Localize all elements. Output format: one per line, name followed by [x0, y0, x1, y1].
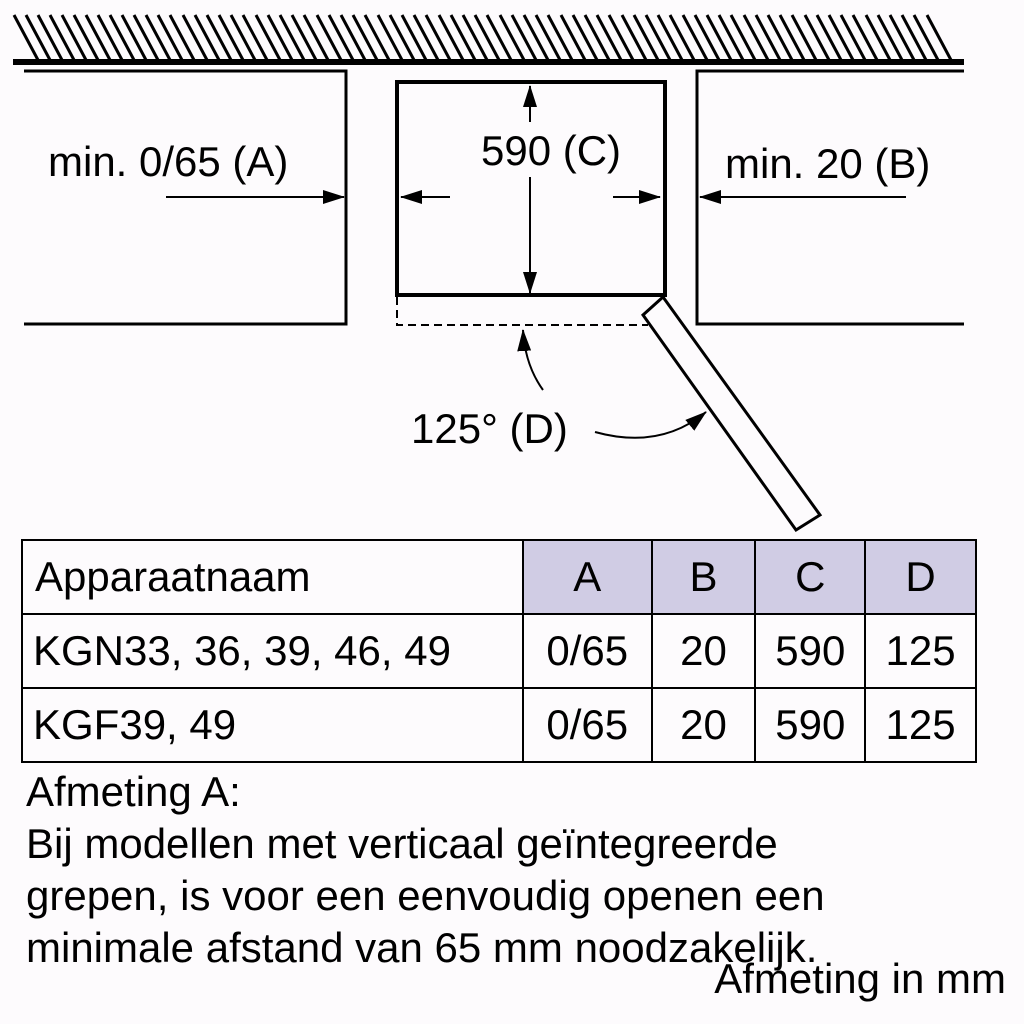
cell-b: 20 [650, 613, 757, 689]
cell-b: 20 [650, 687, 757, 763]
dimension-notes: Afmeting A: Bij modellen met verticaal g… [26, 766, 825, 974]
cell-d: 125 [864, 687, 977, 763]
table-header-row: Apparaatnaam A B C D [21, 539, 977, 615]
arrow-d-up [517, 329, 544, 391]
cell-a: 0/65 [521, 687, 653, 763]
door-closed-outline [396, 297, 648, 326]
header-apparaatnaam: Apparaatnaam [21, 539, 524, 615]
appliance-box [395, 80, 667, 297]
cell-d: 125 [864, 613, 977, 689]
label-dim-d: 125° (D) [411, 405, 568, 452]
cell-name: KGN33, 36, 39, 46, 49 [21, 613, 524, 689]
right-cabinet [695, 69, 964, 326]
unit-note: Afmeting in mm [714, 955, 1006, 1002]
dimensions-table: Apparaatnaam A B C D KGN33, 36, 39, 46, … [21, 539, 977, 763]
header-d: D [864, 539, 977, 615]
table-row: KGF39, 49 0/65 20 590 125 [21, 687, 977, 763]
header-b: B [650, 539, 757, 615]
cell-c: 590 [754, 613, 867, 689]
ceiling-line [13, 59, 964, 65]
arrow-d-right [594, 411, 707, 439]
cell-a: 0/65 [521, 613, 653, 689]
open-door [641, 294, 823, 533]
notes-line: minimale afstand van 65 mm noodzakelijk. [26, 924, 818, 971]
left-cabinet [24, 69, 348, 326]
cell-name: KGF39, 49 [21, 687, 524, 763]
header-c: C [754, 539, 867, 615]
ceiling-hatching [12, 14, 489, 61]
table-row: KGN33, 36, 39, 46, 49 0/65 20 590 125 [21, 613, 977, 689]
label-dim-c: 590 (C) [481, 127, 621, 174]
label-dim-b: min. 20 (B) [725, 140, 930, 187]
notes-line: grepen, is voor een eenvoudig openen een [26, 872, 825, 919]
installation-diagram: min. 0/65 (A) 590 (C) min. 20 (B) 125° (… [12, 14, 964, 533]
header-a: A [521, 539, 653, 615]
label-dim-a: min. 0/65 (A) [48, 138, 288, 185]
notes-line: Bij modellen met verticaal geïntegreerde [26, 820, 778, 867]
notes-title: Afmeting A: [26, 768, 241, 815]
cell-c: 590 [754, 687, 867, 763]
